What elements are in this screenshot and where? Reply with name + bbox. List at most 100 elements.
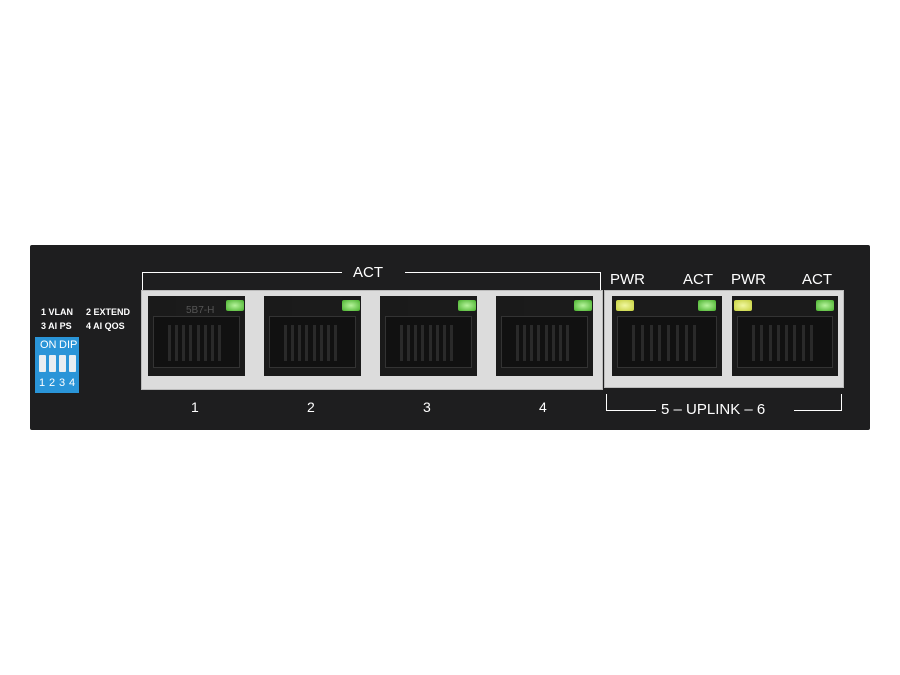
act-label: ACT: [353, 264, 383, 281]
dip-label: DIP: [59, 339, 78, 351]
pin: [693, 325, 697, 361]
uplink-bracket-line: [841, 394, 842, 411]
pin: [400, 325, 403, 361]
pin: [551, 325, 555, 361]
yellow-led: [616, 300, 634, 311]
rj45-jack: [153, 316, 240, 368]
dip-legend-1: 1 VLAN: [41, 307, 74, 317]
rj45-jack: [501, 316, 588, 368]
pin: [291, 325, 295, 361]
pin: [428, 325, 432, 361]
act-bracket-line: [142, 272, 143, 290]
pin: [649, 325, 653, 361]
pin: [168, 325, 171, 361]
yellow-led: [734, 300, 752, 311]
pin: [319, 325, 323, 361]
pin: [801, 325, 805, 361]
ethernet-port-4[interactable]: [496, 296, 593, 376]
green-led: [458, 300, 476, 311]
pin: [210, 325, 214, 361]
uplink-bracket-line: [606, 394, 607, 411]
act-label-5: ACT: [683, 271, 713, 288]
dip-toggle-1[interactable]: [39, 355, 46, 372]
uplink-port-6[interactable]: [732, 296, 838, 376]
dip-legend-4: 4 AI QOS: [86, 321, 125, 331]
uplink-bracket-line: [606, 410, 656, 411]
rj45-jack: [269, 316, 356, 368]
uplink-port-5[interactable]: [612, 296, 722, 376]
pin: [284, 325, 287, 361]
pin: [217, 325, 221, 361]
pin: [632, 325, 635, 361]
green-led: [698, 300, 716, 311]
dip-toggle-4[interactable]: [69, 355, 76, 372]
pin: [175, 325, 179, 361]
pin: [516, 325, 519, 361]
pin: [407, 325, 411, 361]
pin: [537, 325, 541, 361]
pin: [435, 325, 439, 361]
pin: [333, 325, 337, 361]
pin: [189, 325, 193, 361]
dip-number: 2: [49, 377, 56, 389]
green-led: [342, 300, 360, 311]
pin: [558, 325, 562, 361]
pin: [421, 325, 425, 361]
port-number: 3: [423, 399, 431, 415]
green-led: [574, 300, 592, 311]
dip-toggle-2[interactable]: [49, 355, 56, 372]
pin: [298, 325, 302, 361]
pin: [326, 325, 330, 361]
latch-tab: [408, 296, 458, 318]
uplink-bracket-line: [794, 410, 842, 411]
ethernet-port-1[interactable]: [148, 296, 245, 376]
pin: [684, 325, 688, 361]
pin: [305, 325, 309, 361]
port-number: 1: [191, 399, 199, 415]
pin: [658, 325, 662, 361]
latch-tab: [292, 296, 342, 318]
dip-toggle-3[interactable]: [59, 355, 66, 372]
rj45-jack: [385, 316, 472, 368]
act-bracket-line: [600, 272, 601, 290]
latch-tab: [524, 296, 574, 318]
pin: [785, 325, 788, 361]
pin: [196, 325, 200, 361]
ethernet-port-3[interactable]: [380, 296, 477, 376]
latch-tab: [760, 296, 810, 318]
pwr-label-5: PWR: [610, 271, 645, 288]
act-bracket-line: [405, 272, 601, 273]
port-number: 4: [539, 399, 547, 415]
pin: [760, 325, 764, 361]
green-led: [816, 300, 834, 311]
pin: [312, 325, 316, 361]
pin: [809, 325, 813, 361]
dip-on-label: ON: [40, 339, 57, 351]
act-label-6: ACT: [802, 271, 832, 288]
pin: [530, 325, 534, 361]
pin: [667, 325, 670, 361]
pin: [442, 325, 446, 361]
pin: [182, 325, 186, 361]
rj45-jack: [737, 316, 833, 368]
pin: [203, 325, 207, 361]
dip-number: 3: [59, 377, 66, 389]
pin: [449, 325, 453, 361]
dip-number: 4: [69, 377, 76, 389]
pin: [752, 325, 755, 361]
dip-number: 1: [39, 377, 46, 389]
act-bracket-line: [142, 272, 342, 273]
pin: [768, 325, 772, 361]
pin: [544, 325, 548, 361]
port-number: 2: [307, 399, 315, 415]
dip-switch[interactable]: ON DIP 1 2 3 4: [35, 337, 79, 393]
pwr-label-6: PWR: [731, 271, 766, 288]
pin: [793, 325, 797, 361]
pin: [675, 325, 679, 361]
pin: [523, 325, 527, 361]
latch-tab: [640, 296, 690, 318]
rj45-jack: [617, 316, 717, 368]
dip-legend-2: 2 EXTEND: [86, 307, 131, 317]
port-marking: 5B7-H: [186, 305, 215, 316]
ethernet-port-2[interactable]: [264, 296, 361, 376]
